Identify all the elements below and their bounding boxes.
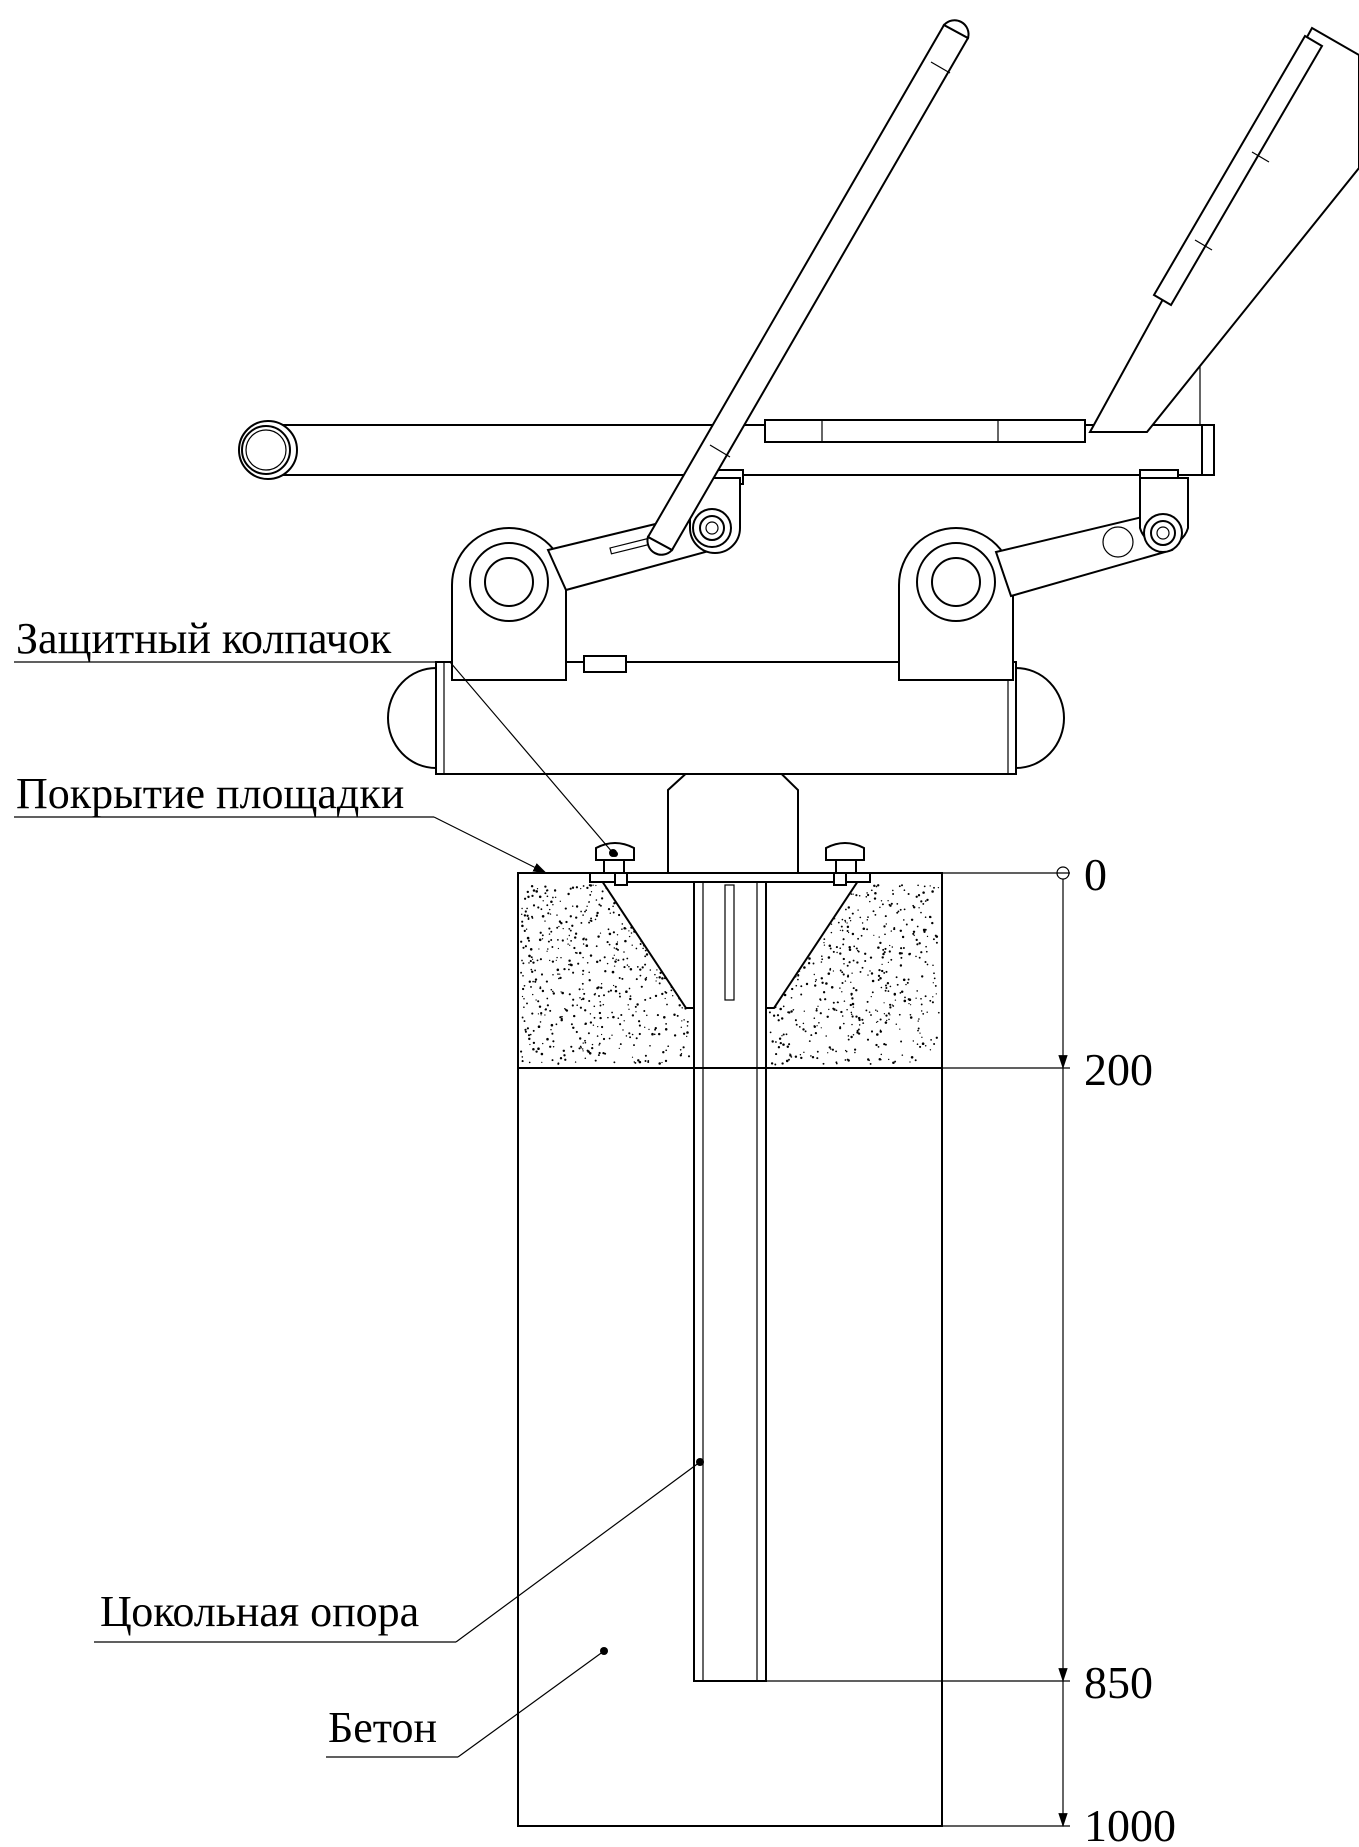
foundation	[517, 872, 943, 1827]
pivot-bracket-left	[451, 527, 567, 681]
diagonal-lever	[646, 19, 970, 556]
label-surface-coating: Покрытие площадки	[16, 769, 404, 818]
anchor-bolt-right	[825, 842, 865, 886]
dim-level-1000: 1000	[1084, 1800, 1176, 1847]
gusset-right	[765, 880, 860, 1009]
surface-coating-stipple	[520, 884, 940, 1066]
annotations: Защитный колпачок Покрытие площадки Цоко…	[14, 614, 704, 1758]
dim-level-200: 200	[1084, 1044, 1153, 1095]
pivot-bracket-right	[898, 527, 1014, 681]
pivot-joint-right	[1139, 477, 1189, 553]
dim-level-850: 850	[1084, 1657, 1153, 1708]
label-concrete: Бетон	[328, 1703, 437, 1752]
label-protective-cap: Защитный колпачок	[16, 614, 392, 663]
backrest	[1088, 26, 1359, 433]
label-base-support: Цокольная опора	[100, 1587, 419, 1636]
equipment	[238, 19, 1359, 886]
base-support-post	[693, 880, 767, 1682]
concrete-block	[517, 1067, 943, 1827]
base-plate	[589, 872, 871, 883]
handle-bar-end	[238, 420, 298, 480]
dim-level-0: 0	[1084, 849, 1107, 900]
dimensions: 0 200 850 1000	[766, 849, 1176, 1847]
surface-coating-layer	[517, 872, 943, 1069]
